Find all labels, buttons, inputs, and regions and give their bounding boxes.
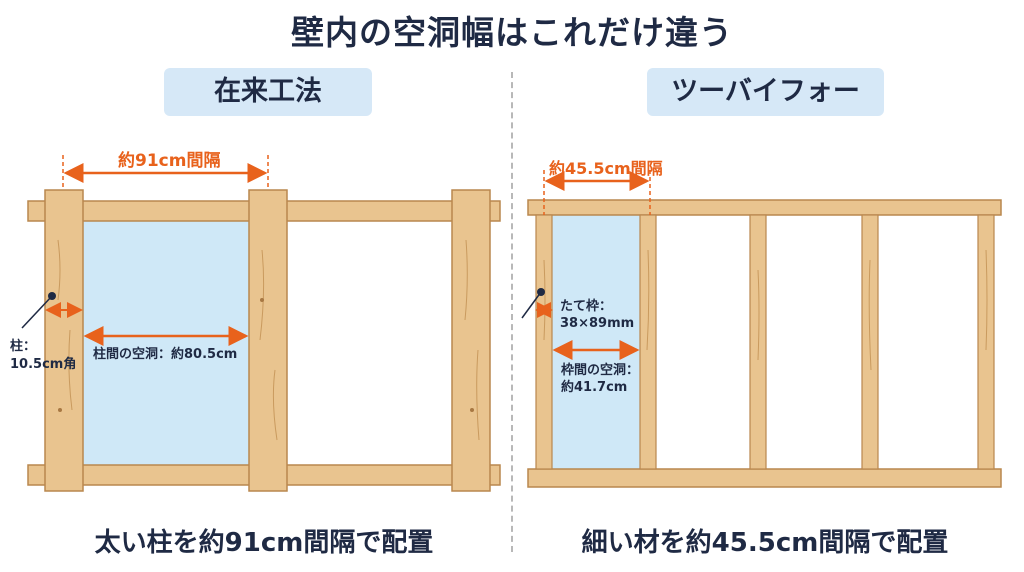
right-top-plate bbox=[527, 199, 1002, 216]
left-post-3 bbox=[451, 189, 491, 492]
right-stud-label-line2: 38×89mm bbox=[560, 316, 635, 331]
page-title: 壁内の空洞幅はこれだけ違う bbox=[291, 13, 733, 52]
left-post-label-line1: 柱： bbox=[10, 339, 37, 354]
left-post-2 bbox=[248, 189, 288, 492]
left-spacing-label: 約91cm間隔 bbox=[118, 151, 221, 171]
right-spacing-label: 約45.5cm間隔 bbox=[549, 159, 663, 178]
left-post-label-line2: 10.5cm角 bbox=[10, 357, 77, 372]
conventional-frame bbox=[27, 189, 501, 492]
left-cavity-label: 柱間の空洞：約80.5cm bbox=[93, 347, 238, 362]
center-divider bbox=[511, 72, 513, 552]
right-bottom-plate bbox=[527, 468, 1002, 488]
left-cavity bbox=[83, 221, 249, 465]
right-cavity-label-line1: 枠間の空洞： bbox=[561, 363, 640, 378]
left-post-1 bbox=[44, 189, 84, 492]
right-stud-1 bbox=[535, 214, 553, 470]
right-stud-3 bbox=[749, 214, 767, 470]
left-caption: 太い柱を約91cm間隔で配置 bbox=[94, 528, 434, 558]
right-method-label: ツーバイフォー bbox=[647, 68, 884, 116]
right-stud-2 bbox=[639, 214, 657, 470]
right-cavity bbox=[552, 215, 640, 469]
right-stud-label-line1: たて枠： bbox=[560, 299, 613, 314]
right-cavity-label-line2: 約41.7cm bbox=[561, 380, 628, 395]
left-method-label: 在来工法 bbox=[164, 68, 372, 116]
right-caption: 細い材を約45.5cm間隔で配置 bbox=[581, 528, 949, 558]
two-by-four-frame bbox=[527, 199, 1002, 488]
